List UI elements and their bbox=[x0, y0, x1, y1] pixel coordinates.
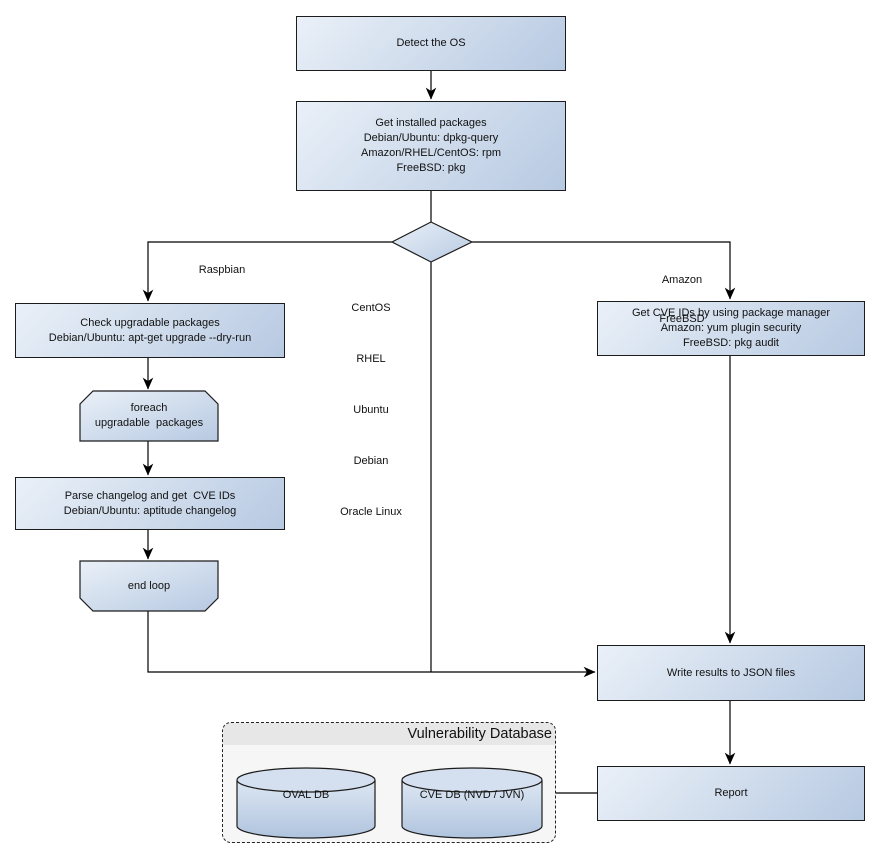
node-check-upgradable-line: Check upgradable packages bbox=[80, 316, 220, 329]
edge-label-raspbian: Raspbian bbox=[198, 264, 246, 276]
node-foreach-loop: foreach upgradable packages bbox=[80, 391, 218, 441]
node-detect-os: Detect the OS bbox=[296, 16, 566, 71]
node-get-installed-line: Get installed packages bbox=[375, 117, 487, 129]
node-get-cve-line: Get CVE IDs by using package manager bbox=[631, 307, 831, 319]
node-get-cve-ids-package-manager: Get CVE IDs by using package manager Ama… bbox=[597, 301, 865, 356]
edge-label-os: RHEL bbox=[356, 353, 386, 365]
node-foreach-line: foreach bbox=[130, 402, 168, 414]
edge-label-os: CentOS bbox=[351, 302, 391, 314]
os-decision-diamond bbox=[390, 221, 474, 263]
node-check-upgradable-line: Debian/Ubuntu: apt-get upgrade --dry-run bbox=[48, 331, 252, 344]
node-detect-os-label: Detect the OS bbox=[396, 37, 466, 49]
edge-endloop-to-writeresults bbox=[147, 611, 596, 678]
edge-label-os: Debian bbox=[353, 455, 389, 467]
node-get-installed-packages: Get installed packages Debian/Ubuntu: dp… bbox=[296, 101, 566, 191]
node-parse-changelog-line: Parse changelog and get CVE IDs bbox=[64, 489, 236, 502]
node-parse-changelog-line: Debian/Ubuntu: aptitude changelog bbox=[63, 504, 237, 517]
node-write-results: Write results to JSON files bbox=[597, 645, 865, 701]
vulnerability-database-title: Vulnerability Database bbox=[223, 723, 555, 745]
node-foreach-line: upgradable packages bbox=[94, 417, 204, 429]
edge-label-os: Ubuntu bbox=[353, 404, 389, 416]
node-report: Report bbox=[597, 766, 865, 821]
edge-label-os: FreeBSD bbox=[659, 313, 705, 325]
cve-db-label: CVE DB (NVD / JVN) bbox=[402, 775, 542, 815]
node-parse-changelog: Parse changelog and get CVE IDs Debian/U… bbox=[15, 477, 285, 530]
node-check-upgradable-packages: Check upgradable packages Debian/Ubuntu:… bbox=[15, 303, 285, 358]
node-get-installed-line: Amazon/RHEL/CentOS: rpm bbox=[361, 147, 501, 159]
edge-label-amazon-freebsd: Amazon FreeBSD bbox=[638, 248, 726, 352]
node-end-loop: end loop bbox=[80, 561, 218, 611]
node-get-installed-line: Debian/Ubuntu: dpkg-query bbox=[363, 132, 499, 144]
edge-label-middle-os-list: CentOS RHEL Ubuntu Debian Oracle Linux bbox=[316, 266, 426, 555]
cve-db-text: CVE DB (NVD / JVN) bbox=[419, 788, 525, 801]
node-write-results-line: Write results to JSON files bbox=[666, 666, 796, 679]
edge-label-os: Oracle Linux bbox=[340, 506, 402, 518]
node-report-line: Report bbox=[714, 787, 748, 799]
node-get-cve-line: Amazon: yum plugin security bbox=[660, 322, 802, 334]
node-end-loop-line: end loop bbox=[127, 579, 171, 592]
oval-db-text: OVAL DB bbox=[282, 788, 330, 801]
node-get-installed-line: FreeBSD: pkg bbox=[396, 162, 466, 174]
node-get-cve-line: FreeBSD: pkg audit bbox=[683, 337, 779, 349]
oval-db-label: OVAL DB bbox=[237, 775, 375, 815]
edge-label-os: Amazon bbox=[661, 274, 703, 286]
